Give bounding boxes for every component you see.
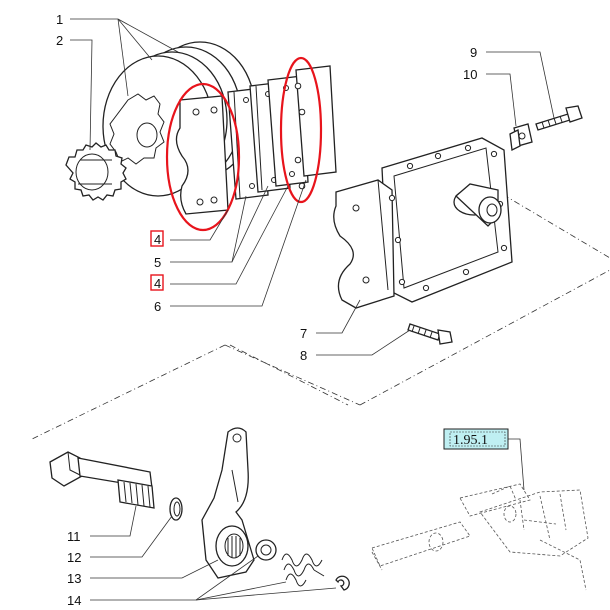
assembly-boundary-dashed (29, 187, 610, 441)
highlight-ellipses (165, 56, 323, 232)
callout-labels: 1 2 4 5 4 6 7 8 9 10 11 12 13 14 (56, 12, 477, 608)
torsion-spring (281, 553, 325, 587)
callout-4-lower: 4 (154, 276, 161, 291)
reference-box[interactable]: 1.95.1 (443, 428, 509, 450)
cover-bolt (407, 323, 453, 345)
callout-2: 2 (56, 33, 63, 48)
callout-9: 9 (470, 45, 477, 60)
callout-14: 14 (67, 593, 81, 608)
shim-plate-d (294, 65, 337, 190)
clip-washer (509, 123, 533, 151)
callout-1: 1 (56, 12, 63, 27)
callout-6: 6 (154, 299, 161, 314)
callout-5: 5 (154, 255, 161, 270)
highlight-ellipse-left (165, 82, 241, 232)
callout-11: 11 (67, 529, 81, 544)
callout-4-upper: 4 (154, 232, 161, 247)
pinion-gear (65, 142, 127, 201)
brake-lever (201, 427, 255, 579)
circlip (169, 497, 183, 521)
callout-7: 7 (300, 326, 307, 341)
reference-box-label: 1.95.1 (453, 433, 488, 448)
upper-bolt (535, 105, 583, 131)
brake-cover-housing (333, 137, 513, 309)
leader-lines (70, 18, 555, 601)
callout-13: 13 (67, 571, 81, 586)
washer (255, 539, 277, 561)
highlight-ellipse-right (279, 56, 323, 204)
callout-8: 8 (300, 348, 307, 363)
callout-10: 10 (463, 67, 477, 82)
location-thumbnail-ghost (371, 483, 589, 591)
reference-box-inner (449, 431, 506, 447)
reference-box-frame (443, 428, 509, 450)
camshaft (49, 451, 155, 509)
intermediate-plate (175, 95, 229, 215)
snap-ring (335, 575, 350, 591)
highlight-box-4-upper (150, 230, 164, 247)
highlight-box-4-lower (150, 274, 164, 291)
callout-12: 12 (67, 550, 81, 565)
